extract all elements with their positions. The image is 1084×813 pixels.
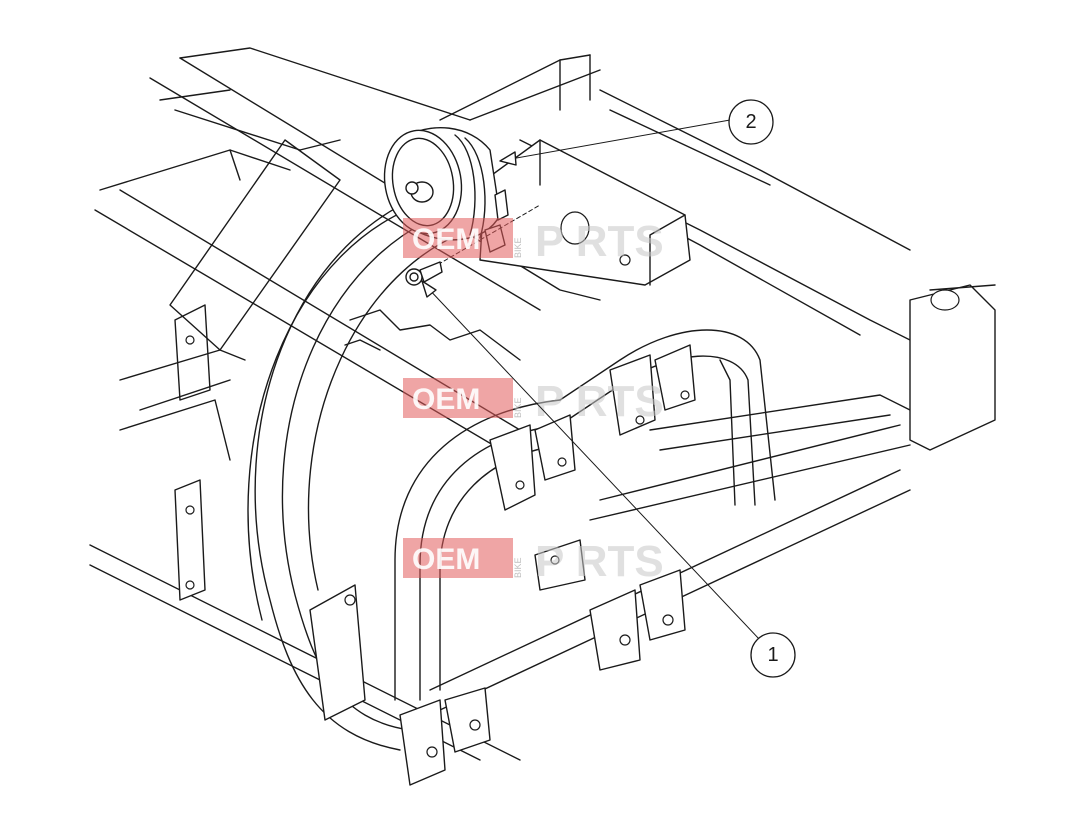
svg-text:BIKE: BIKE (513, 557, 523, 578)
svg-text:OEM: OEM (412, 383, 480, 416)
leader-line-1 (424, 284, 761, 641)
svg-text:P RTS: P RTS (535, 217, 664, 266)
callout-1-label: 1 (767, 644, 778, 666)
mounting-tabs (309, 344, 696, 786)
callout-2: 2 (728, 99, 774, 145)
arrowhead-2 (499, 151, 517, 166)
watermark-top: OEM BIKE P RTS (403, 217, 664, 266)
svg-text:P RTS: P RTS (535, 537, 664, 586)
front-bumper-tube (247, 184, 521, 751)
bolt-part (405, 204, 541, 286)
leader-lines (421, 119, 761, 641)
watermark-middle: OEM BIKE P RTS (403, 377, 664, 426)
watermark-bottom: OEM BIKE P RTS (403, 537, 664, 586)
svg-text:OEM: OEM (412, 223, 480, 256)
callout-1: 1 (750, 632, 796, 678)
svg-text:P RTS: P RTS (535, 377, 664, 426)
frame-rails (89, 47, 996, 761)
horn-bracket (479, 139, 691, 286)
callout-2-label: 2 (745, 111, 756, 133)
svg-text:BIKE: BIKE (513, 237, 523, 258)
arrowhead-1 (421, 280, 437, 298)
svg-text:BIKE: BIKE (513, 397, 523, 418)
leader-line-2 (504, 119, 731, 161)
svg-text:OEM: OEM (412, 543, 480, 576)
